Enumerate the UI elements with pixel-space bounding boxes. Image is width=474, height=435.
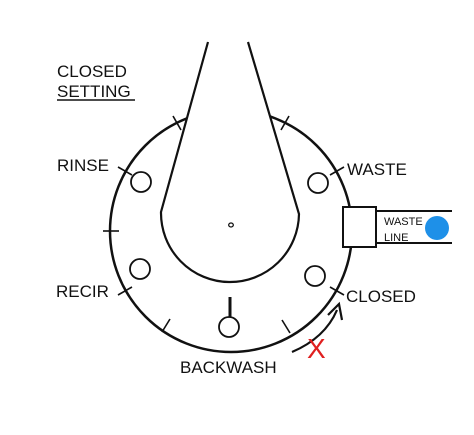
label-backwash: BACKWASH [180, 358, 277, 377]
port-backwash[interactable] [218, 316, 240, 338]
dial-tick [329, 166, 345, 176]
handle-pivot-dot [228, 222, 234, 228]
setting-title-line2: SETTING [57, 82, 131, 101]
waste-line-label-2: LINE [384, 232, 408, 244]
rotation-arrow-head [327, 301, 344, 321]
dial-tick [117, 166, 133, 176]
label-waste: WASTE [347, 160, 407, 179]
waste-line-label-1: WASTE [384, 216, 423, 228]
waste-line-indicator-dot [425, 216, 449, 240]
rotation-arrow [291, 309, 339, 354]
dial-tick [280, 115, 290, 131]
port-rinse[interactable] [130, 171, 152, 193]
valve-handle[interactable] [159, 41, 301, 284]
waste-outlet-fitting [342, 206, 377, 248]
dial-tick [161, 318, 171, 333]
dial-tick [329, 286, 345, 296]
setting-title-line1: CLOSED [57, 62, 127, 81]
crossed-mark: X [307, 333, 326, 364]
label-recir: RECIR [56, 282, 109, 301]
port-closed[interactable] [304, 265, 326, 287]
dial-tick [281, 319, 291, 334]
dial-ticks [103, 115, 345, 334]
label-closed: CLOSED [346, 287, 416, 306]
port-recir[interactable] [129, 258, 151, 280]
dial-tick [172, 115, 182, 131]
dial-tick [117, 286, 133, 296]
port-waste[interactable] [307, 172, 329, 194]
label-rinse: RINSE [57, 156, 109, 175]
